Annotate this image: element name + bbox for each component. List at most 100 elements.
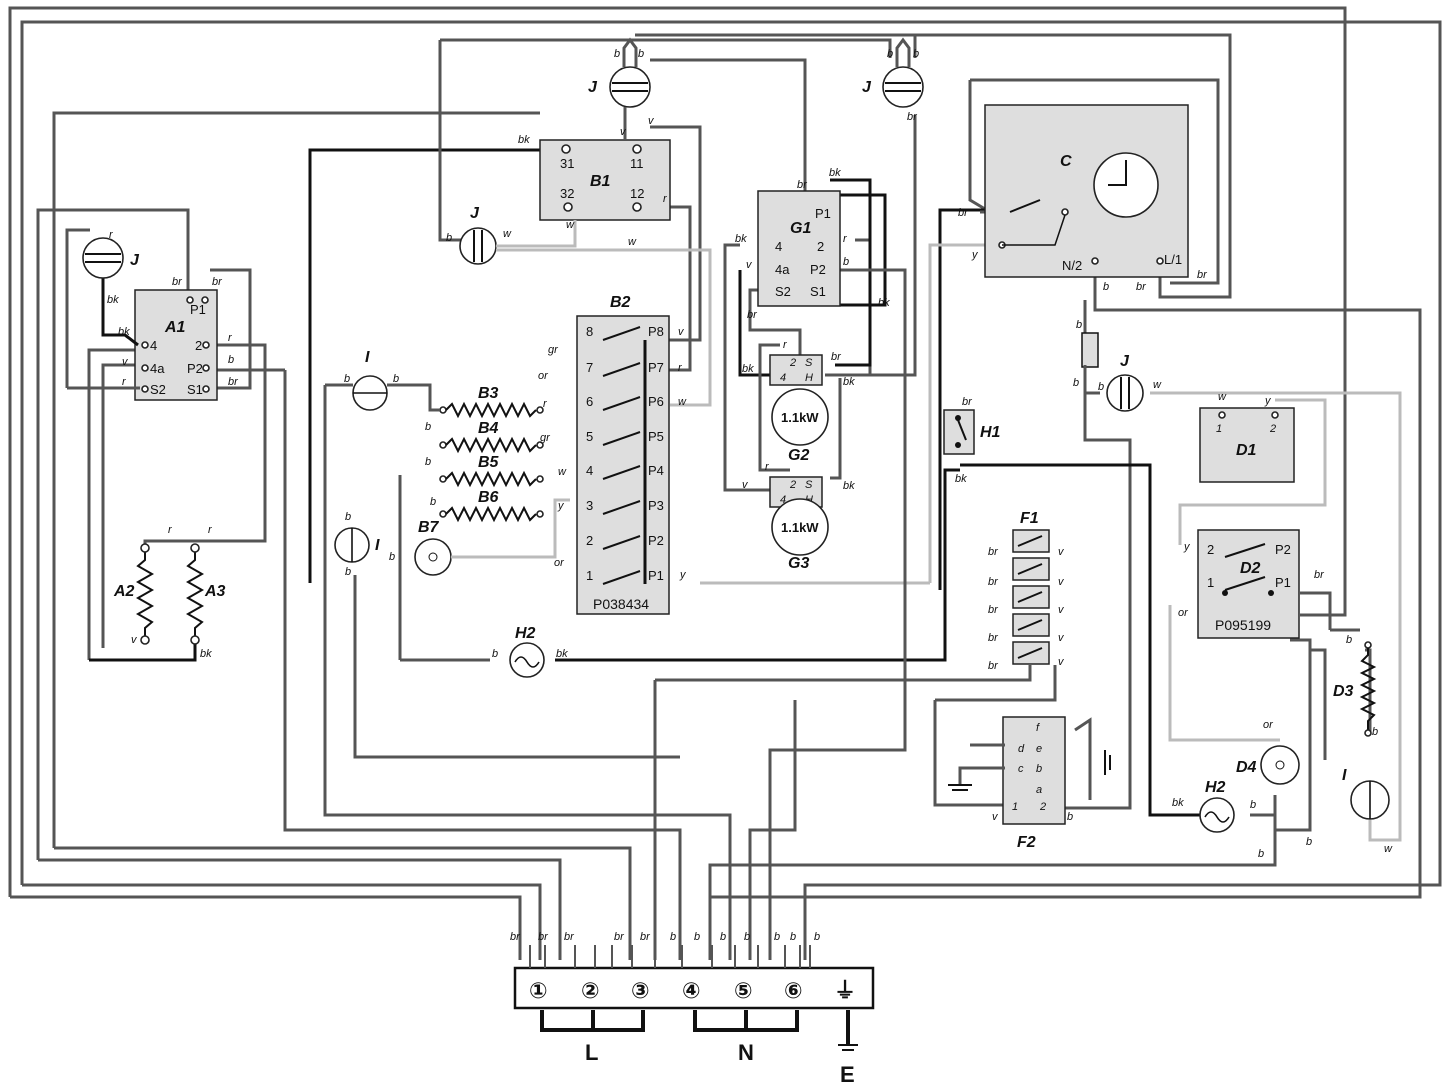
heater-b5: B5 bbox=[439, 454, 544, 488]
wl-w-6: w bbox=[1384, 843, 1393, 855]
wl-bk-8: bk bbox=[955, 473, 967, 485]
b2-pin-2: 2 bbox=[586, 533, 593, 548]
b2-pin-6: 6 bbox=[586, 394, 593, 409]
f2-letter-f: f bbox=[1036, 722, 1040, 734]
wl-b-21: b bbox=[430, 496, 436, 508]
f2-letter-e: e bbox=[1036, 743, 1042, 755]
wl-v-9: v bbox=[1058, 576, 1065, 588]
wl-b-20: b bbox=[425, 456, 431, 468]
wl-b-23: b bbox=[345, 566, 351, 578]
wl-bk-1: bk bbox=[107, 294, 119, 306]
wl-br-6: br bbox=[747, 309, 758, 321]
a1-term-s1: S1 bbox=[187, 382, 203, 397]
i-label-right: I bbox=[1342, 767, 1347, 784]
h1-label: H1 bbox=[980, 424, 1001, 441]
a1-term-2: 2 bbox=[195, 338, 202, 353]
tb-wire-label-2: br bbox=[538, 931, 549, 943]
wl-b-6: b bbox=[913, 48, 919, 60]
b2-out-p6: P6 bbox=[648, 394, 664, 409]
wl-y-2: y bbox=[1264, 395, 1272, 407]
a1-term-p1: P1 bbox=[190, 302, 206, 317]
wl-br-16: br bbox=[988, 632, 999, 644]
wl-bk-5: bk bbox=[829, 167, 841, 179]
wl-br-9: br bbox=[1136, 281, 1147, 293]
fan-b7: B7 bbox=[414, 498, 570, 576]
terminal-6: ⑥ bbox=[784, 978, 803, 1003]
wl-v-12: v bbox=[1058, 656, 1065, 668]
thermostat-b1: B1 31 11 32 12 bbox=[539, 139, 671, 221]
wl-or-2: or bbox=[1263, 719, 1274, 731]
a1-term-4a: 4a bbox=[150, 361, 165, 376]
d2-term-p1: P1 bbox=[1275, 575, 1291, 590]
wl-b-26: b bbox=[1067, 811, 1073, 823]
wl-br-3: br bbox=[228, 376, 239, 388]
module-d1: D1 1 2 bbox=[1199, 407, 1295, 483]
wl-v-8: v bbox=[1058, 546, 1065, 558]
wl-v-2: v bbox=[131, 634, 138, 646]
heater-d3: D3 bbox=[1333, 641, 1377, 737]
g1-term-s1: S1 bbox=[810, 284, 826, 299]
wl-v-1: v bbox=[122, 356, 129, 368]
tb-wire-label-6: b bbox=[670, 931, 676, 943]
wl-br-11: br bbox=[1314, 569, 1325, 581]
heater-b6: B6 bbox=[439, 489, 544, 523]
j-label-top-left: J bbox=[588, 79, 598, 96]
group-e: E bbox=[840, 1062, 855, 1087]
switch-d2: D2 2 1 P2 P1 P095199 bbox=[1197, 529, 1300, 639]
g3-label: G3 bbox=[788, 555, 809, 572]
wl-or-1: or bbox=[1178, 607, 1189, 619]
d3-label: D3 bbox=[1333, 683, 1354, 700]
hotplate-g2: 2 S 4 H 1.1kW G2 bbox=[769, 354, 829, 464]
wl-r-5: r bbox=[208, 524, 213, 536]
wl-b-7: b bbox=[843, 256, 849, 268]
wl-bk-7: bk bbox=[878, 297, 890, 309]
g2-term-s: S bbox=[805, 357, 813, 369]
tb-wire-label-8: b bbox=[720, 931, 726, 943]
terminal-earth: ⏚ bbox=[834, 978, 856, 1003]
b2-out-p2: P2 bbox=[648, 533, 664, 548]
wl-or-4: or bbox=[554, 557, 565, 569]
b2-pin-5: 5 bbox=[586, 429, 593, 444]
lamp-h2-left: H2 bbox=[509, 625, 545, 678]
g1-term-p2: P2 bbox=[810, 262, 826, 277]
g3-term-4: 4 bbox=[780, 494, 786, 506]
wl-v-10: v bbox=[1058, 604, 1065, 616]
wl-b-17: b bbox=[344, 373, 350, 385]
heater-a2: A2 bbox=[113, 543, 155, 645]
g3-term-s: S bbox=[805, 479, 813, 491]
g2-rating: 1.1kW bbox=[781, 410, 819, 425]
g1-term-4a: 4a bbox=[775, 262, 790, 277]
wl-bk-6: bk bbox=[735, 233, 747, 245]
capacitor-j-top-left: J bbox=[588, 37, 651, 140]
wl-b-18: b bbox=[393, 373, 399, 385]
b3-label: B3 bbox=[478, 385, 499, 402]
f2-letter-a: a bbox=[1036, 784, 1042, 796]
g3-rating: 1.1kW bbox=[781, 520, 819, 535]
wl-w-7: w bbox=[558, 466, 567, 478]
tb-wire-label-3: br bbox=[564, 931, 575, 943]
g3-term-2: 2 bbox=[789, 479, 796, 491]
d2-term-2: 2 bbox=[1207, 542, 1214, 557]
group-l: L bbox=[585, 1040, 598, 1065]
wl-v-3: v bbox=[620, 126, 627, 138]
selector-b2: B2 8 7 6 5 4 3 2 1 P8 P7 P6 P5 P4 P3 P2 … bbox=[576, 294, 670, 615]
switch-a1: A1 P1 2 P2 S1 4 4a S2 bbox=[67, 270, 218, 401]
f2-letter-b: b bbox=[1036, 763, 1042, 775]
lamp-i-upper: I bbox=[325, 349, 440, 412]
g2-term-h: H bbox=[805, 372, 813, 384]
wl-b-2: b bbox=[614, 48, 620, 60]
wl-b-19: b bbox=[425, 421, 431, 433]
wl-w-1: w bbox=[566, 219, 575, 231]
wl-b-15: b bbox=[1306, 836, 1312, 848]
wire-color-labels: r bk br br bk v r r b br r r v bk bk b b… bbox=[107, 48, 1393, 860]
d1-term-1: 1 bbox=[1216, 423, 1222, 435]
wl-bk-12: bk bbox=[843, 376, 855, 388]
thermal-cutout-h1: H1 bbox=[943, 409, 1001, 455]
tb-wire-label-7: b bbox=[694, 931, 700, 943]
b2-pin-8: 8 bbox=[586, 324, 593, 339]
h2-label-right: H2 bbox=[1205, 779, 1226, 796]
j-label-a1: J bbox=[130, 252, 140, 269]
f2-label: F2 bbox=[1017, 834, 1036, 851]
